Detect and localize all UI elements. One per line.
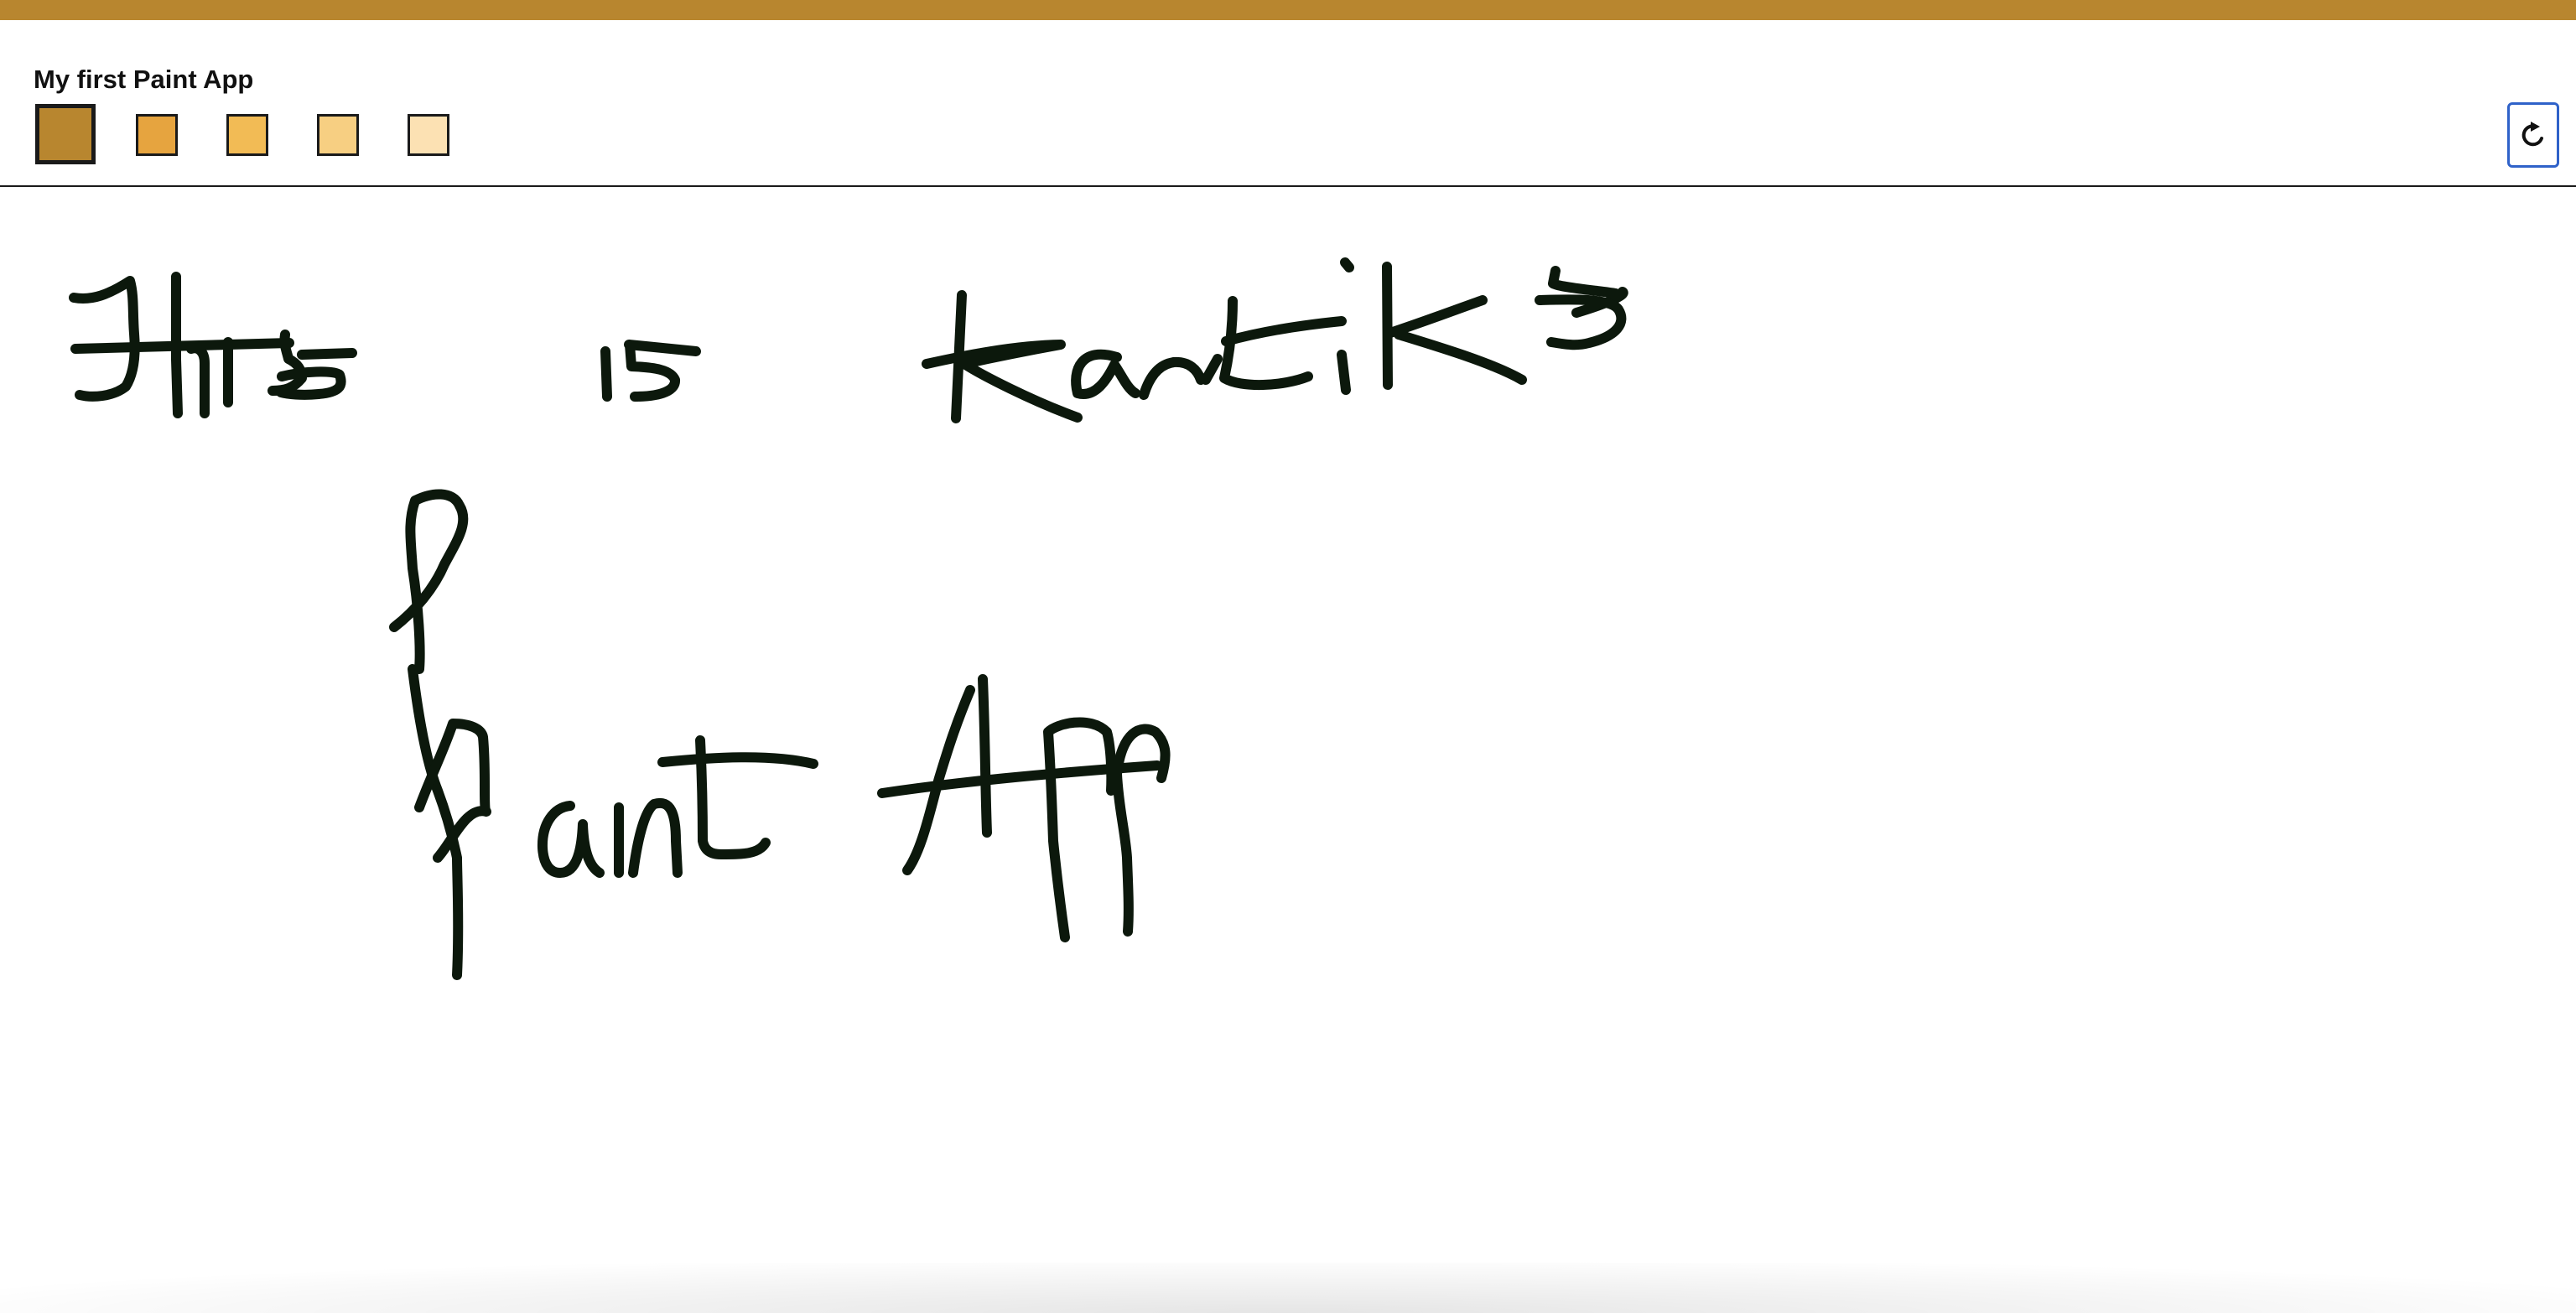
stroke-kartiks-s <box>1548 266 1628 318</box>
stroke-this-s-curve <box>276 366 346 400</box>
header-divider <box>0 185 2576 187</box>
stroke-paint-p <box>389 489 469 674</box>
stroke-paint-a <box>537 801 605 878</box>
drawing-canvas[interactable] <box>0 187 2576 1313</box>
color-swatch-5[interactable] <box>408 114 449 156</box>
stroke-kartiks-i <box>1337 257 1354 395</box>
top-accent-bar <box>0 0 2576 20</box>
stroke-paint-t-bar <box>657 752 818 769</box>
stroke-this-h-right <box>186 343 210 418</box>
stroke-paint-p-stem <box>408 664 464 980</box>
app-header: My first Paint App <box>0 20 2576 186</box>
stroke-kartiks-k-arm <box>922 340 1083 423</box>
stroke-is-i <box>600 346 612 402</box>
stroke-kartiks-a <box>1071 349 1140 399</box>
stroke-app-p2 <box>1112 724 1171 937</box>
stroke-kartiks-t <box>1201 296 1313 391</box>
stroke-kartiks-k2 <box>1382 262 1527 390</box>
stroke-kartiks-r <box>1139 356 1206 400</box>
stroke-kartiks-crossbar <box>1221 316 1347 346</box>
color-swatch-2[interactable] <box>136 114 178 156</box>
stroke-paint-n <box>628 797 683 878</box>
color-swatch-3[interactable] <box>226 114 268 156</box>
app-title: My first Paint App <box>34 65 254 94</box>
stroke-is-s <box>624 340 701 402</box>
color-swatch-1[interactable] <box>35 104 96 164</box>
stroke-this-t-bar <box>70 338 294 354</box>
refresh-icon <box>2521 122 2543 147</box>
stroke-this-s <box>267 330 307 396</box>
color-swatch-4[interactable] <box>317 114 359 156</box>
stroke-this-s-bottom <box>297 348 357 360</box>
stroke-paint-t-stem <box>695 735 771 859</box>
stroke-kartiks-s-lower <box>1535 294 1627 350</box>
drawing-surface <box>69 257 1628 980</box>
stroke-this-h-left <box>171 272 183 418</box>
stroke-paint-p-loop <box>414 719 491 863</box>
stroke-this-t-top <box>69 276 140 402</box>
stroke-app-a-right <box>978 674 992 838</box>
stroke-app-p1 <box>1043 717 1117 942</box>
stroke-app-a-left <box>902 685 975 875</box>
clear-canvas-button[interactable] <box>2507 102 2559 168</box>
